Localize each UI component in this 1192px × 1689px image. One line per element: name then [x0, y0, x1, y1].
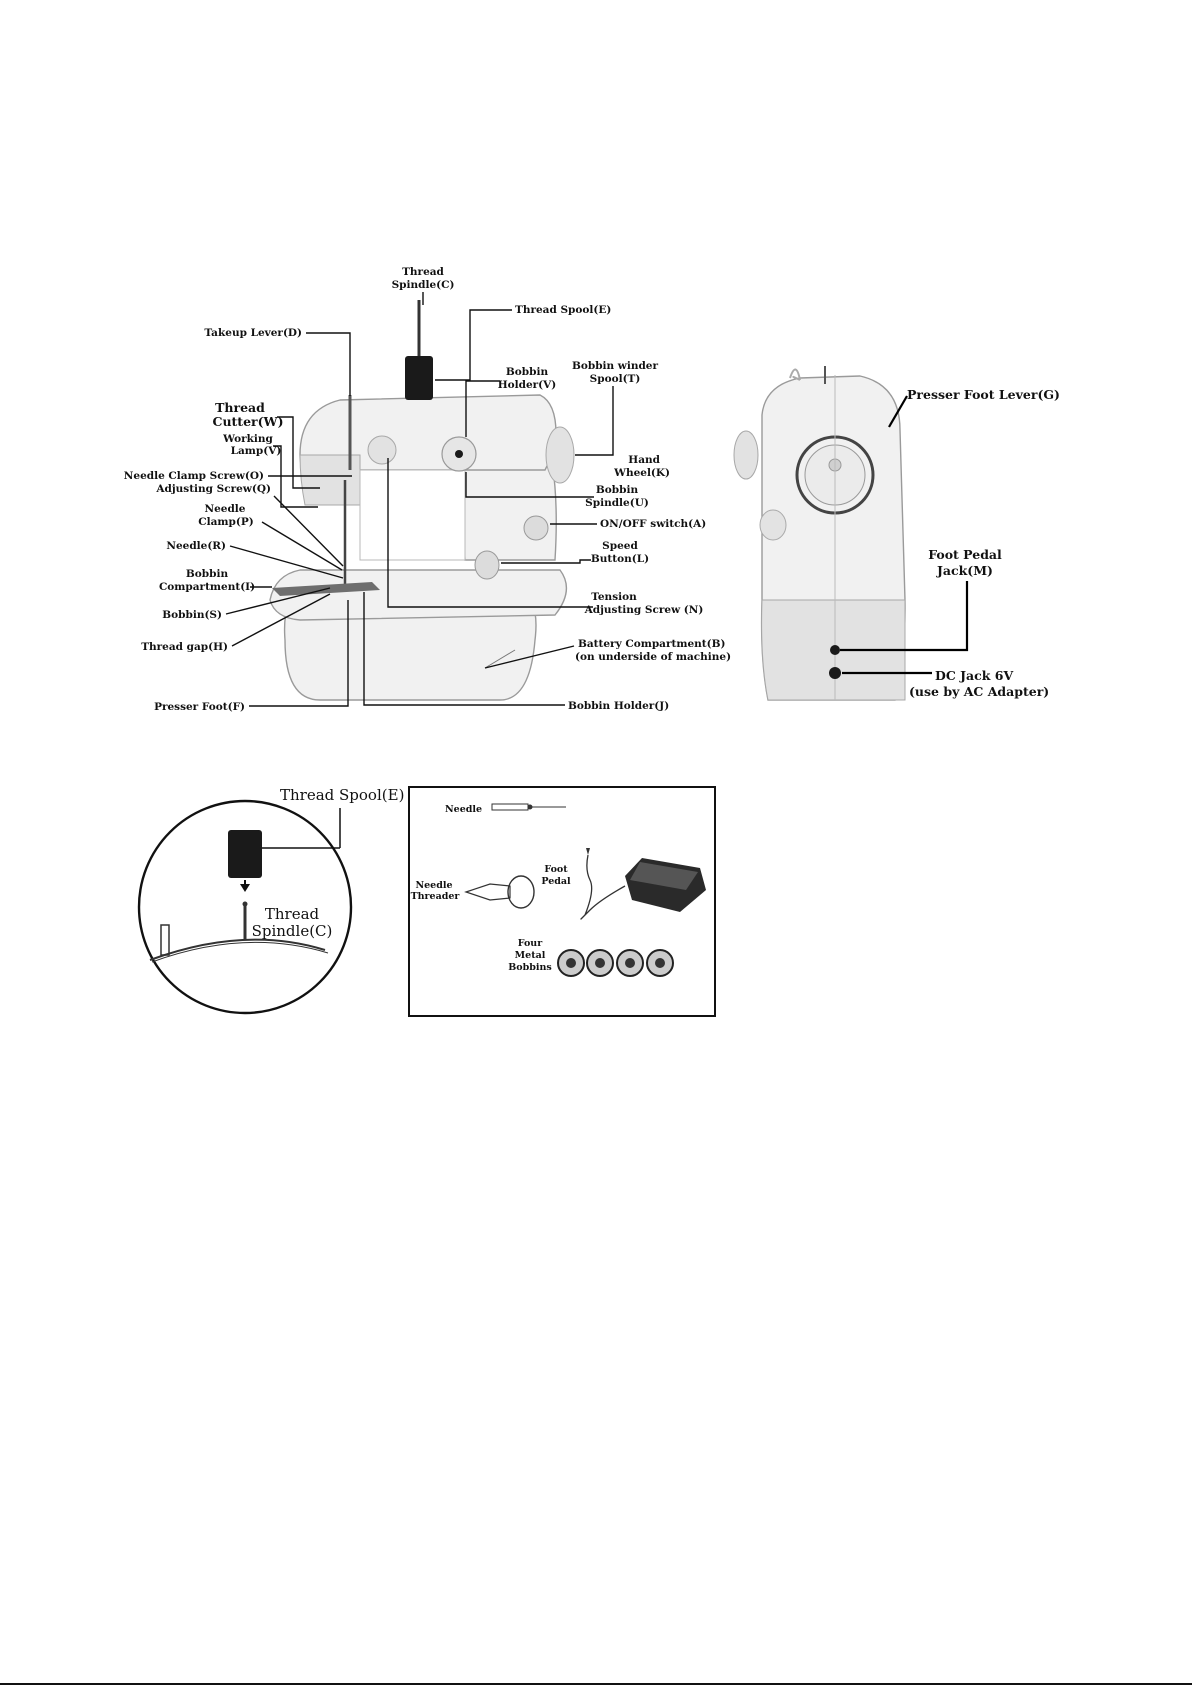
label-presser-foot-lever: Presser Foot Lever(G): [907, 387, 1060, 402]
label-bobbin-spindle-1: Bobbin: [596, 484, 639, 496]
page-bottom-rule: [0, 1683, 1192, 1685]
label-thread-spindle-1: Thread: [402, 266, 444, 278]
label-adjusting-screw: Adjusting Screw(Q): [155, 483, 271, 495]
spool-detail: Thread Spool(E) Thread Spindle(C): [137, 786, 404, 1015]
label-tension-screw-1: Tension: [591, 591, 637, 603]
side-view-machine: [733, 366, 906, 701]
label-takeup-lever: Takeup Lever(D): [204, 327, 302, 339]
label-bobbin-spindle-2: Spindle(U): [585, 497, 649, 509]
label-dc-jack-1: DC Jack 6V: [935, 668, 1013, 683]
label-bobbin-s: Bobbin(S): [162, 609, 222, 621]
label-speed-button-1: Speed: [602, 540, 638, 552]
label-thread-gap: Thread gap(H): [141, 641, 228, 653]
label-thread-cutter-2: Cutter(W): [213, 414, 284, 429]
thread-spool-graphic: [405, 356, 433, 400]
label-bobbins-1: Four: [518, 938, 543, 949]
label-needle-threader-1: Needle: [415, 880, 452, 891]
label-bobbin-holder-j: Bobbin Holder(J): [568, 700, 669, 712]
label-working-lamp-1: Working: [222, 433, 273, 445]
label-foot-pedal-jack-2: Jack(M): [936, 563, 993, 578]
label-bobbin-holder-v-1: Bobbin: [506, 366, 549, 378]
label-tension-screw-2: Adjusting Screw (N): [584, 604, 704, 616]
label-thread-cutter-1: Thread: [215, 400, 265, 415]
label-working-lamp-2: Lamp(V): [231, 445, 282, 457]
label-detail-thread-spindle-2: Spindle(C): [252, 922, 333, 940]
label-hand-wheel-1: Hand: [628, 454, 660, 466]
label-bobbins-3: Bobbins: [508, 962, 552, 973]
label-needle-threader-2: Threader: [411, 891, 461, 902]
label-battery-2: (on underside of machine): [575, 651, 731, 663]
label-needle-clamp-screw: Needle Clamp Screw(O): [124, 470, 264, 482]
needle-threader-graphic: [464, 875, 535, 909]
label-needle-clamp-1: Needle: [205, 503, 246, 515]
label-hand-wheel-2: Wheel(K): [613, 467, 670, 479]
label-bobbin-compartment-2: Compartment(I): [159, 581, 255, 593]
label-detail-thread-spool: Thread Spool(E): [280, 786, 404, 804]
needle-graphic: [491, 803, 566, 811]
label-bobbins-2: Metal: [515, 950, 546, 961]
label-needle: Needle(R): [166, 540, 226, 552]
side-view-labels: Presser Foot Lever(G) Foot Pedal Jack(M)…: [840, 387, 1060, 699]
label-foot-pedal-1: Foot: [544, 864, 568, 875]
label-thread-spindle-2: Spindle(C): [392, 279, 455, 291]
bobbins-graphic: [557, 949, 674, 977]
accessories-box: Needle Needle Threader Foot Pedal Four M…: [408, 786, 716, 1017]
label-bobbin-compartment-1: Bobbin: [186, 568, 229, 580]
label-presser-foot: Presser Foot(F): [154, 701, 245, 713]
label-bobbin-winder-2: Spool(T): [590, 373, 641, 385]
label-foot-pedal-2: Pedal: [541, 876, 571, 887]
label-thread-spool: Thread Spool(E): [515, 304, 611, 316]
label-bobbin-holder-v-2: Holder(V): [498, 379, 557, 391]
front-view-machine: [269, 300, 575, 701]
label-accessory-needle: Needle: [445, 804, 482, 815]
label-detail-thread-spindle-1: Thread: [265, 905, 320, 923]
label-bobbin-winder-1: Bobbin winder: [572, 360, 659, 372]
label-battery-1: Battery Compartment(B): [578, 638, 725, 650]
label-dc-jack-2: (use by AC Adapter): [909, 684, 1049, 699]
label-needle-clamp-2: Clamp(P): [198, 516, 253, 528]
front-view-labels: Thread Spindle(C) Thread Spool(E) Takeup…: [124, 266, 731, 713]
foot-pedal-graphic: [580, 848, 706, 920]
label-foot-pedal-jack-1: Foot Pedal: [928, 547, 1002, 562]
label-speed-button-2: Button(L): [591, 553, 649, 565]
label-on-off-switch: ON/OFF switch(A): [600, 518, 706, 530]
